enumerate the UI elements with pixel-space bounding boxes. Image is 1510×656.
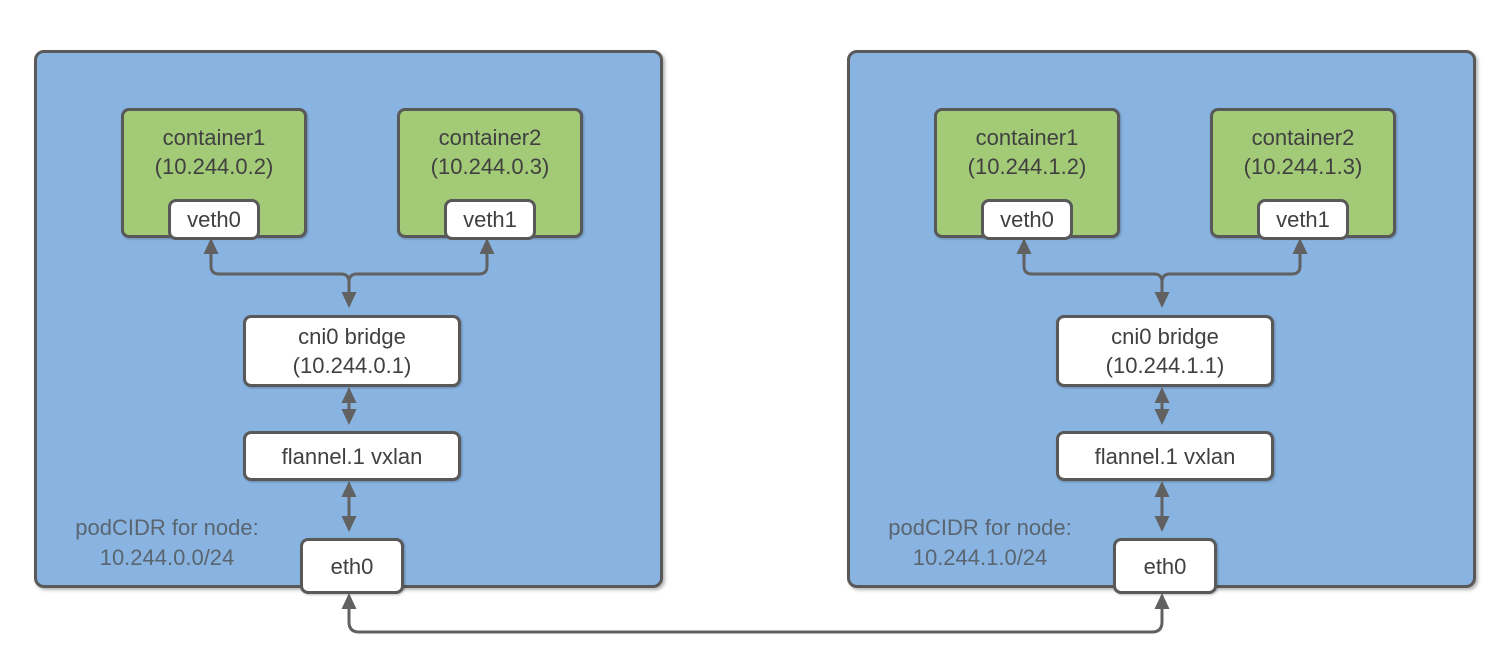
container-name: container2 (1251, 125, 1355, 150)
node-box-left: container1 (10.244.0.2) veth0 container2… (34, 50, 663, 594)
veth-interface-box: veth0 (981, 199, 1073, 240)
podcidr-annotation: podCIDR for node: 10.244.1.0/24 (860, 513, 1100, 573)
container-box: container1 (10.244.1.2) veth0 (934, 108, 1120, 240)
eth-label: eth0 (330, 553, 374, 579)
veth-label: veth1 (1276, 206, 1330, 232)
container-ip: (10.244.0.2) (154, 154, 274, 179)
container-ip: (10.244.0.3) (430, 154, 550, 179)
podcidr-value: 10.244.1.0/24 (912, 545, 1048, 570)
container-ip: (10.244.1.3) (1243, 154, 1363, 179)
podcidr-value: 10.244.0.0/24 (99, 545, 235, 570)
container-name: container2 (438, 125, 542, 150)
flannel-vxlan-box: flannel.1 vxlan (1056, 431, 1274, 481)
container-box: container1 (10.244.0.2) veth0 (121, 108, 307, 240)
cni0-bridge-box: cni0 bridge (10.244.1.1) (1056, 315, 1274, 387)
node-box-right: container1 (10.244.1.2) veth0 container2… (847, 50, 1476, 594)
container-box: container2 (10.244.0.3) veth1 (397, 108, 583, 240)
veth-interface-box: veth1 (1257, 199, 1349, 240)
arrowhead-up-icon (1154, 593, 1170, 609)
bridge-ip: (10.244.0.1) (292, 353, 412, 378)
container-name: container1 (162, 125, 266, 150)
eth0-interface-box: eth0 (300, 538, 404, 594)
eth0-interface-box: eth0 (1113, 538, 1217, 594)
container-ip: (10.244.1.2) (967, 154, 1087, 179)
veth-label: veth0 (187, 206, 241, 232)
bridge-ip: (10.244.1.1) (1105, 353, 1225, 378)
arrowhead-up-icon (341, 593, 357, 609)
podcidr-label: podCIDR for node: (888, 515, 1072, 540)
bridge-name: cni0 bridge (298, 324, 406, 349)
veth-interface-box: veth0 (168, 199, 260, 240)
veth-label: veth0 (1000, 206, 1054, 232)
cni0-bridge-box: cni0 bridge (10.244.0.1) (243, 315, 461, 387)
vxlan-label: flannel.1 vxlan (281, 443, 423, 469)
veth-interface-box: veth1 (444, 199, 536, 240)
bridge-name: cni0 bridge (1111, 324, 1219, 349)
container-name: container1 (975, 125, 1079, 150)
vxlan-label: flannel.1 vxlan (1094, 443, 1236, 469)
veth-label: veth1 (463, 206, 517, 232)
podcidr-label: podCIDR for node: (75, 515, 259, 540)
container-box: container2 (10.244.1.3) veth1 (1210, 108, 1396, 240)
eth-label: eth0 (1143, 553, 1187, 579)
flannel-vxlan-box: flannel.1 vxlan (243, 431, 461, 481)
node-eth-link-arrow (341, 593, 1170, 634)
podcidr-annotation: podCIDR for node: 10.244.0.0/24 (47, 513, 287, 573)
